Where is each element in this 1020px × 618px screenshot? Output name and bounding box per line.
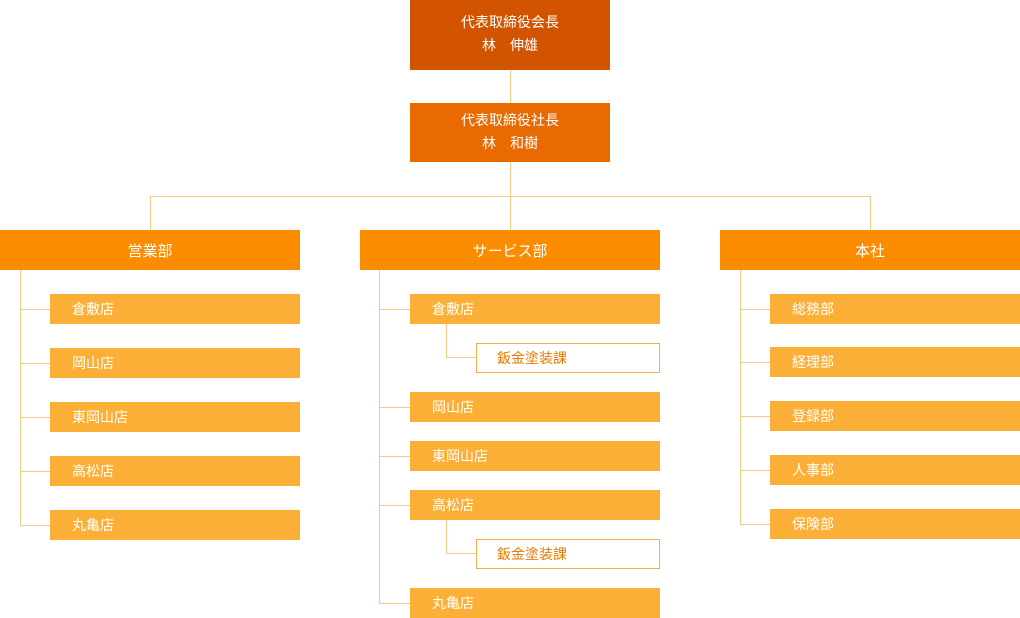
connector-hq-vertical (740, 270, 741, 525)
connector-bus-dept-sales (150, 196, 151, 230)
connector-hq-branch (740, 470, 770, 471)
service-item-takamatsu: 高松店 (410, 490, 660, 520)
sales-item-kurashiki: 倉敷店 (50, 294, 300, 324)
dept-hq: 本社 (720, 230, 1020, 270)
connector-service-sub-vertical (446, 324, 447, 358)
president-name: 林 和樹 (482, 135, 538, 152)
service-item-okayama: 岡山店 (410, 392, 660, 422)
connector-sales-branch (20, 309, 50, 310)
connector-service-branch (379, 505, 410, 506)
connector-service-branch (379, 603, 410, 604)
connector-service-branch (379, 456, 410, 457)
connector-sales-branch (20, 525, 50, 526)
hq-item-registration: 登録部 (770, 401, 1020, 431)
president-box: 代表取締役社長 林 和樹 (410, 103, 610, 162)
service-sub-kurashiki-bodyshop: 鈑金塗装課 (476, 343, 660, 373)
service-sub-takamatsu-bodyshop: 鈑金塗装課 (476, 539, 660, 569)
connector-president-bus (510, 162, 511, 197)
connector-sales-branch (20, 417, 50, 418)
connector-service-vertical (379, 270, 380, 603)
connector-sales-branch (20, 471, 50, 472)
sales-item-marugame: 丸亀店 (50, 510, 300, 540)
president-title: 代表取締役社長 (461, 112, 559, 129)
connector-service-branch (379, 309, 410, 310)
chairman-title: 代表取締役会長 (461, 15, 559, 31)
connector-service-branch (379, 407, 410, 408)
hq-item-accounting: 経理部 (770, 347, 1020, 377)
dept-sales: 営業部 (0, 230, 300, 270)
connector-bus-dept-service (510, 196, 511, 230)
dept-service: サービス部 (360, 230, 660, 270)
service-item-kurashiki: 倉敷店 (410, 294, 660, 324)
connector-sales-vertical (20, 270, 21, 525)
service-item-marugame: 丸亀店 (410, 588, 660, 618)
connector-sales-branch (20, 363, 50, 364)
connector-service-sub-branch (446, 357, 476, 358)
sales-item-higashi-okayama: 東岡山店 (50, 402, 300, 432)
sales-item-okayama: 岡山店 (50, 348, 300, 378)
hq-item-insurance: 保険部 (770, 509, 1020, 539)
sales-item-takamatsu: 高松店 (50, 456, 300, 486)
hq-item-personnel: 人事部 (770, 455, 1020, 485)
connector-service-sub-branch (446, 553, 476, 554)
connector-hq-branch (740, 524, 770, 525)
connector-hq-branch (740, 309, 770, 310)
hq-item-general-affairs: 総務部 (770, 294, 1020, 324)
connector-hq-branch (740, 416, 770, 417)
connector-service-sub-vertical (446, 520, 447, 554)
connector-chairman-president (510, 70, 511, 103)
service-item-higashi-okayama: 東岡山店 (410, 441, 660, 471)
connector-hq-branch (740, 362, 770, 363)
connector-bus-dept-hq (870, 196, 871, 230)
chairman-box: 代表取締役会長 林 伸雄 (410, 0, 610, 70)
chairman-name: 林 伸雄 (482, 38, 538, 54)
